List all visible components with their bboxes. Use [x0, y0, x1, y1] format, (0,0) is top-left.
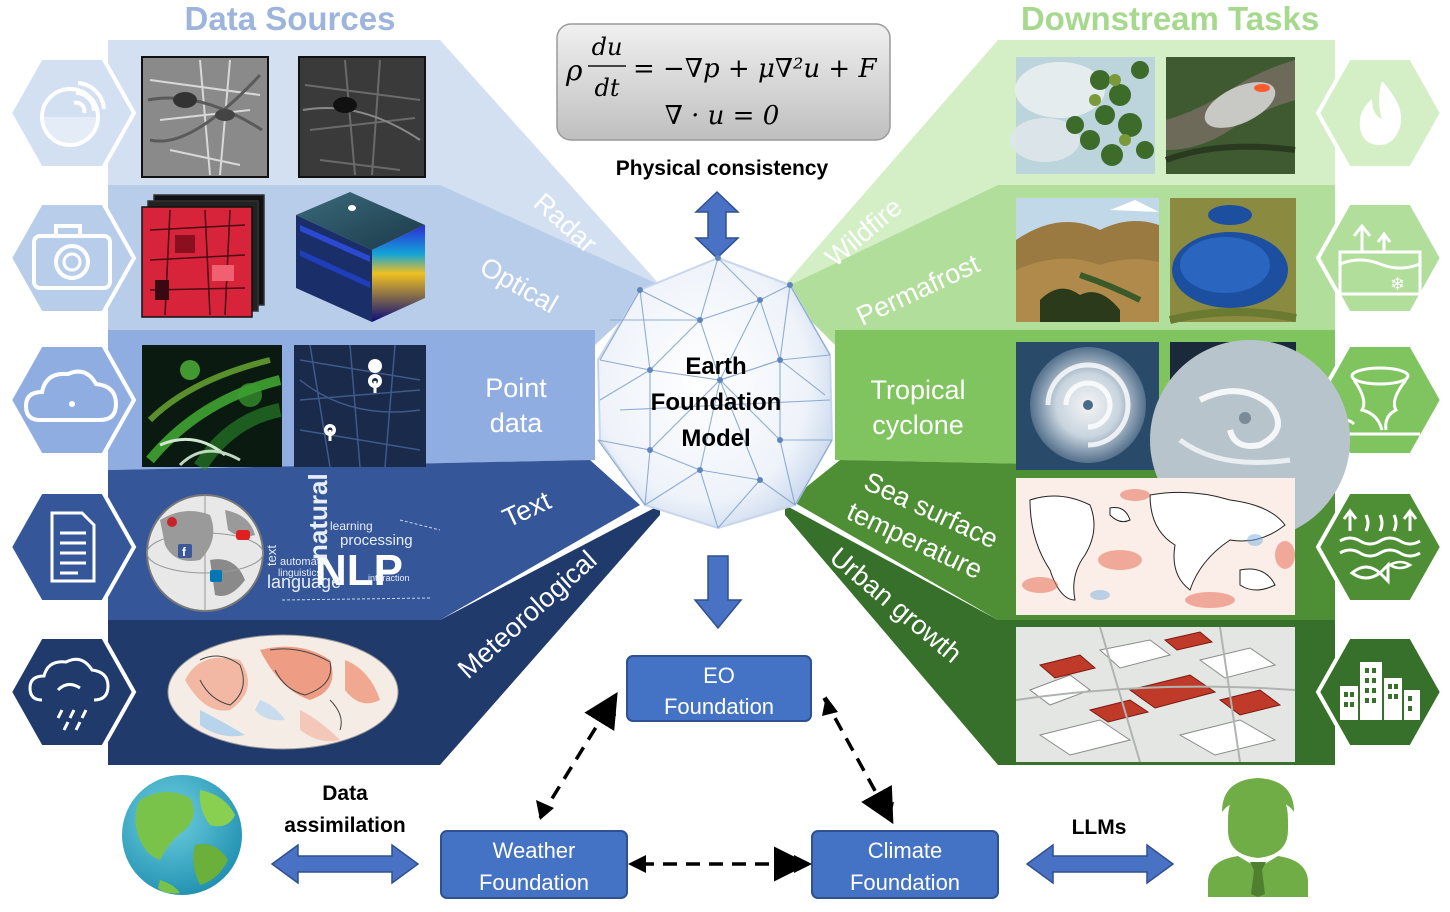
svg-text:f: f	[182, 545, 187, 559]
data-assimilation-arrow	[270, 843, 420, 885]
nlp-word-cloud: NLP language processing learning automat…	[264, 473, 441, 601]
cyclone-image-1	[1016, 342, 1159, 470]
climate-line-1: Climate	[868, 838, 943, 863]
weather-foundation-box: Weather Foundation	[440, 830, 628, 899]
permafrost-image-1	[1016, 198, 1159, 322]
eo-line-2: Foundation	[664, 694, 774, 719]
label-cyclone-2: cyclone	[872, 410, 964, 440]
eq-rho: ρ	[565, 54, 583, 87]
earth-globe-icon	[122, 775, 242, 895]
rain-cloud-icon	[7, 635, 137, 749]
permafrost-icon: ❄	[1315, 201, 1445, 315]
word-natural: natural	[303, 473, 333, 560]
dashed-connectors	[538, 692, 894, 882]
data-assimilation-line-1: Data	[322, 782, 368, 805]
task-thumbnails	[1010, 57, 1350, 763]
eq-dt: dt	[594, 74, 619, 102]
radar-image-2	[298, 56, 426, 178]
word-language: language	[267, 572, 341, 592]
eo-foundation-box: EO Foundation	[626, 655, 812, 722]
sea-fish-icon	[1315, 490, 1445, 604]
wildfire-image-2	[1164, 57, 1296, 174]
meteorological-map	[167, 634, 399, 750]
urban-growth-image	[1015, 626, 1296, 763]
climate-line-2: Foundation	[850, 870, 960, 895]
word-learning: learning	[330, 519, 373, 533]
earth-foundation-sphere: Earth Foundation Model	[596, 255, 834, 530]
label-point-1: Point	[485, 373, 547, 403]
weather-line-2: Foundation	[479, 870, 589, 895]
weather-line-1: Weather	[493, 838, 576, 863]
source-icons	[7, 56, 137, 749]
word-automatic: automatic	[280, 556, 328, 568]
eq-continuity: ∇ · u = 0	[665, 101, 780, 131]
eo-climate-connector	[822, 697, 894, 825]
task-icons: ❄	[1315, 56, 1445, 749]
center-line-3: Model	[681, 425, 750, 452]
svg-text:❄: ❄	[1390, 274, 1405, 294]
word-text: text	[264, 545, 279, 566]
cloud-icon	[7, 343, 137, 457]
physical-consistency-arrow	[694, 190, 740, 260]
downstream-tasks-header: Downstream Tasks	[1021, 0, 1319, 37]
label-cyclone-1: Tropical	[870, 375, 965, 405]
weather-eo-connector	[538, 692, 618, 819]
llms-arrow	[1025, 843, 1175, 885]
user-person-icon	[1208, 778, 1308, 897]
word-interaction: interaction	[368, 573, 410, 583]
llms-label: LLMs	[1072, 816, 1127, 839]
center-line-2: Foundation	[651, 389, 782, 416]
word-nlp: NLP	[315, 546, 403, 595]
flame-icon	[1315, 56, 1445, 170]
camera-icon	[7, 201, 137, 315]
data-sources-header: Data Sources	[185, 0, 396, 37]
hyperspectral-cube	[296, 192, 425, 322]
point-cloud-image	[142, 345, 282, 471]
equation-box: ρ du dt = −∇p + μ∇²u + F ∇ · u = 0	[556, 23, 891, 141]
data-assimilation-line-2: assimilation	[284, 814, 405, 837]
source-thumbnails: f NLP language processing learning autom…	[141, 56, 441, 750]
label-point-2: data	[490, 408, 544, 438]
word-processing: processing	[340, 532, 413, 549]
permafrost-image-2	[1169, 198, 1297, 324]
word-linguistics: linguistics	[278, 568, 321, 579]
optical-image-stack	[141, 194, 265, 318]
eq-du: du	[592, 33, 623, 61]
map-pins-image	[294, 344, 426, 468]
eo-line-1: EO	[703, 663, 735, 688]
sst-map-image	[1016, 478, 1295, 615]
down-arrow	[693, 555, 743, 630]
radar-dish-icon	[7, 56, 137, 170]
buildings-icon	[1315, 635, 1445, 749]
center-line-1: Earth	[685, 353, 746, 380]
radar-image-1	[141, 56, 269, 178]
eq-momentum-rhs: = −∇p + μ∇²u + F	[633, 54, 877, 84]
social-globe-image: f	[146, 494, 264, 612]
climate-foundation-box: Climate Foundation	[811, 830, 999, 899]
dashed-arrowheads	[536, 696, 894, 873]
wildfire-image-1	[1010, 57, 1155, 174]
physical-consistency-label: Physical consistency	[616, 157, 829, 180]
document-icon	[7, 490, 137, 604]
